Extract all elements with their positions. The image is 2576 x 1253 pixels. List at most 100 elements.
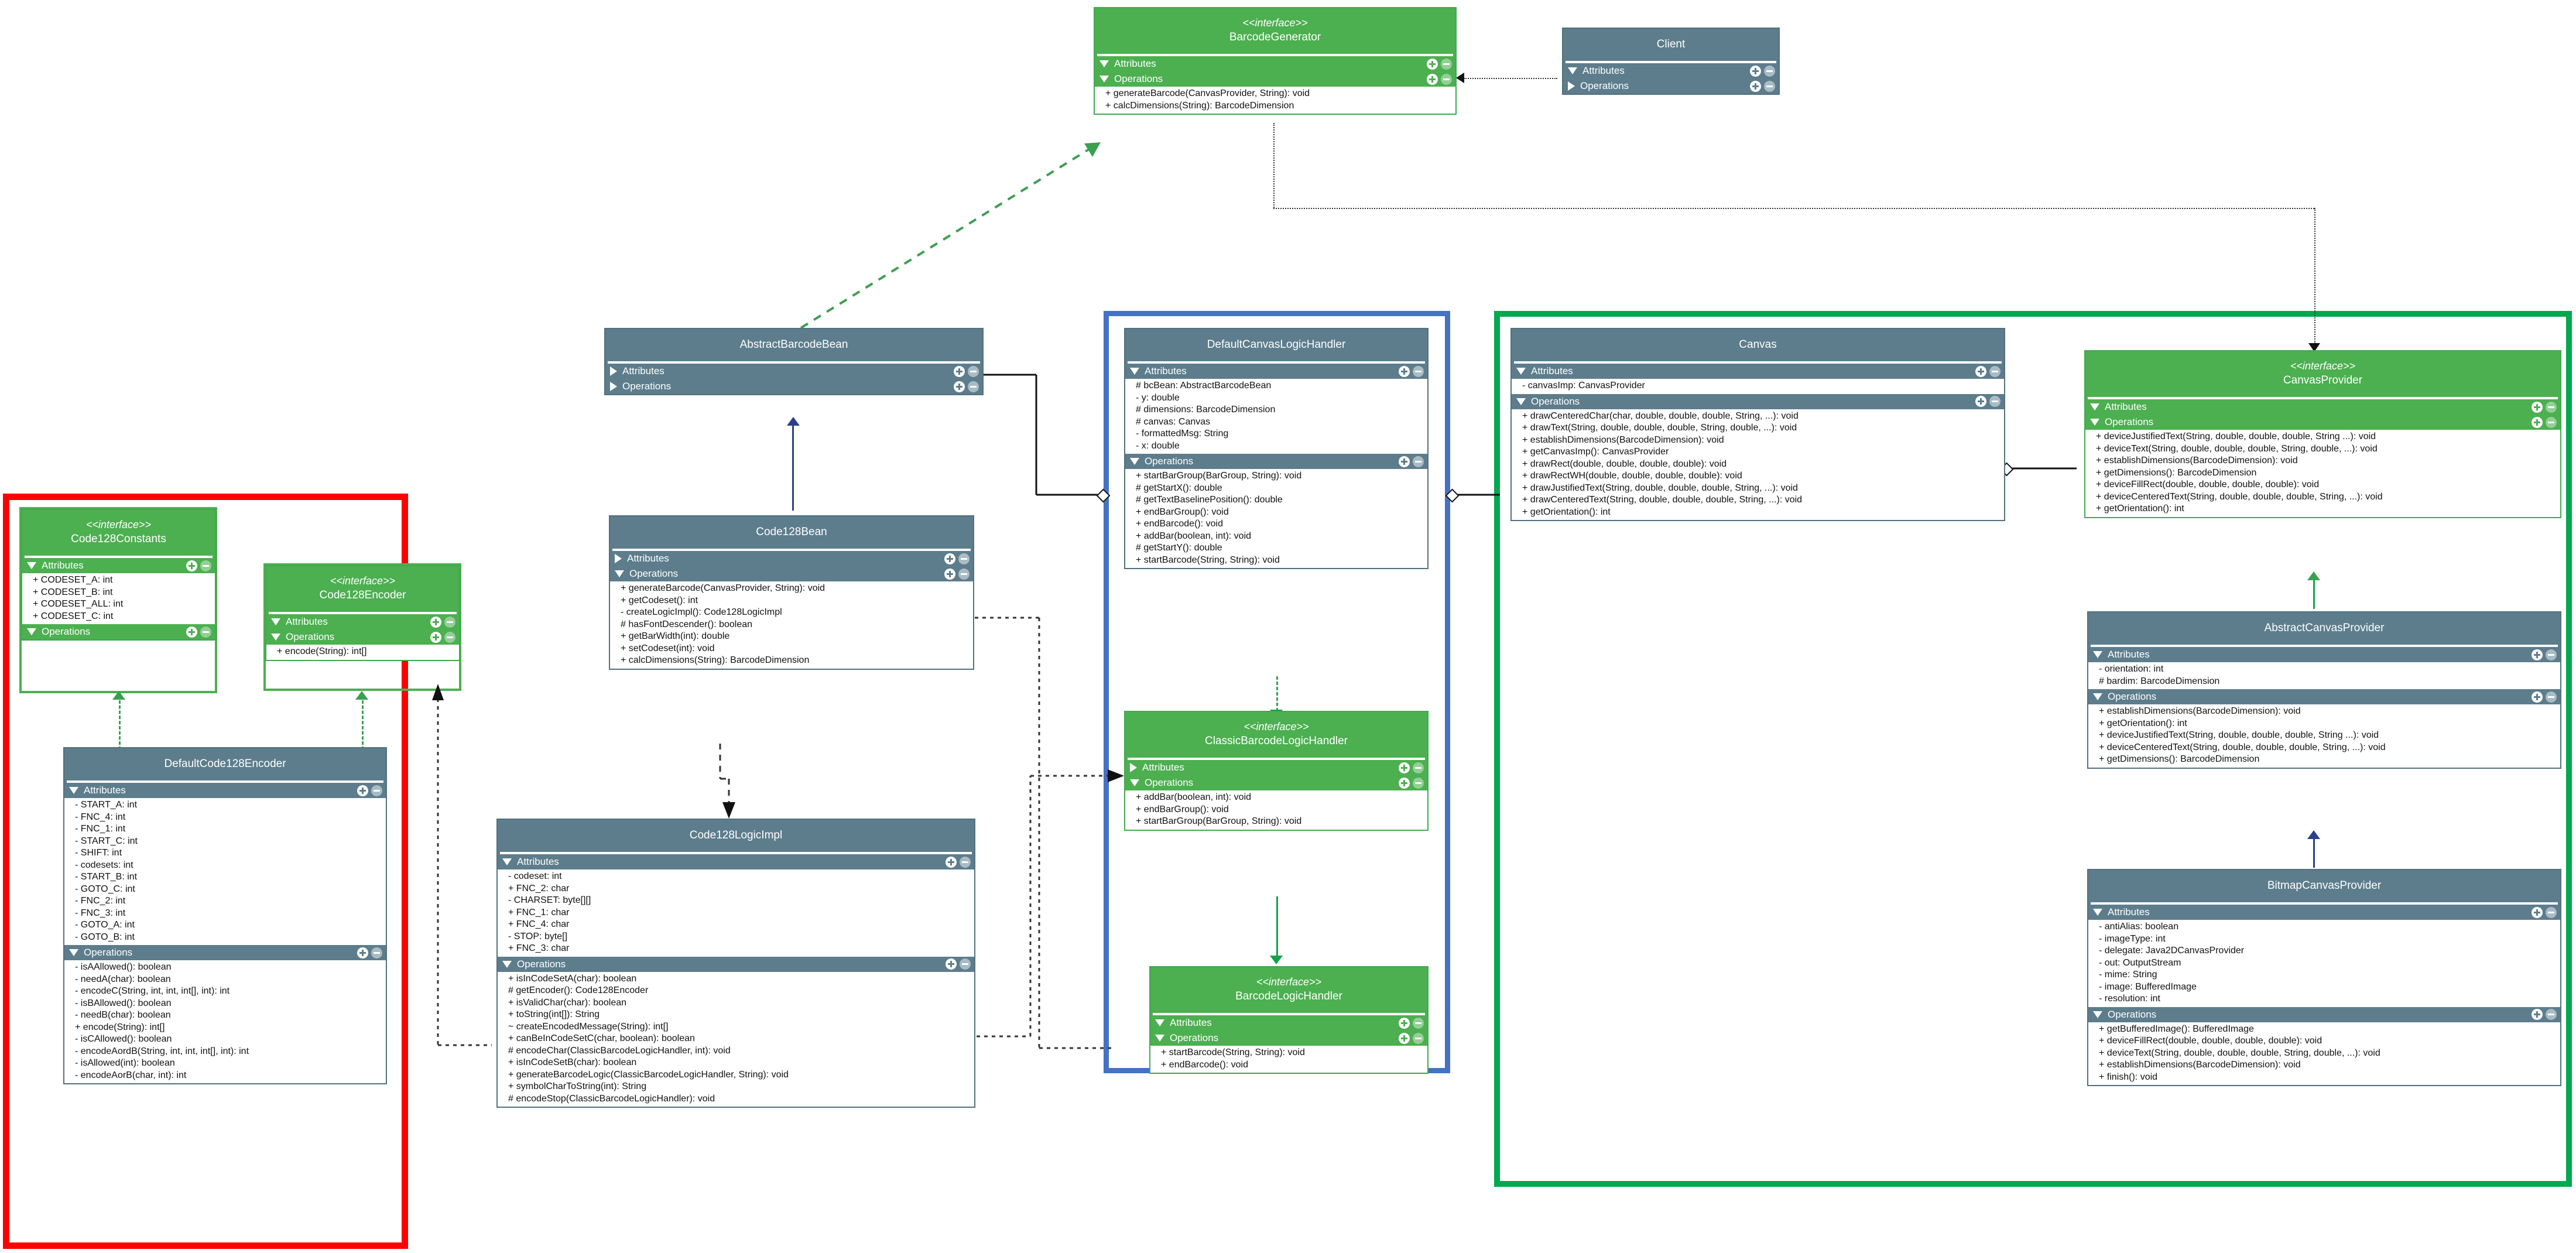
- plus-circle-icon[interactable]: [2532, 416, 2543, 428]
- triangle-down-icon[interactable]: [1516, 398, 1526, 405]
- plus-circle-icon[interactable]: [1399, 365, 1410, 377]
- operations-section-header[interactable]: Operations: [1150, 1031, 1427, 1046]
- attributes-section-header[interactable]: Attributes: [64, 783, 386, 798]
- minus-circle-icon[interactable]: [1413, 365, 1424, 377]
- minus-circle-icon[interactable]: [1413, 762, 1424, 773]
- minus-circle-icon[interactable]: [1764, 80, 1775, 92]
- section-buttons[interactable]: [946, 856, 971, 868]
- operations-section-header[interactable]: Operations: [22, 624, 215, 639]
- attributes-section-header[interactable]: Attributes: [266, 614, 459, 629]
- class-box-barcodeLogicHandler[interactable]: <<interface>> BarcodeLogicHandler Attrib…: [1149, 966, 1429, 1074]
- section-buttons[interactable]: [430, 631, 455, 643]
- triangle-down-icon[interactable]: [1516, 368, 1526, 375]
- triangle-down-icon[interactable]: [27, 562, 36, 569]
- triangle-down-icon[interactable]: [2093, 693, 2102, 700]
- minus-circle-icon[interactable]: [1413, 777, 1424, 789]
- class-box-canvas[interactable]: Canvas Attributes - canvasImp: CanvasPro…: [1510, 328, 2005, 521]
- minus-circle-icon[interactable]: [2546, 691, 2557, 703]
- section-buttons[interactable]: [186, 626, 211, 638]
- section-buttons[interactable]: [954, 365, 979, 377]
- minus-circle-icon[interactable]: [1764, 65, 1775, 77]
- plus-circle-icon[interactable]: [430, 631, 441, 643]
- section-buttons[interactable]: [944, 553, 970, 564]
- triangle-down-icon[interactable]: [69, 949, 78, 956]
- class-box-code128Constants[interactable]: <<interface>> Code128Constants Attribute…: [21, 509, 216, 641]
- plus-circle-icon[interactable]: [944, 568, 955, 580]
- plus-circle-icon[interactable]: [2532, 1009, 2543, 1020]
- minus-circle-icon[interactable]: [1413, 456, 1424, 467]
- plus-circle-icon[interactable]: [2532, 649, 2543, 660]
- attributes-section-header[interactable]: Attributes: [2088, 905, 2560, 920]
- minus-circle-icon[interactable]: [960, 856, 971, 868]
- triangle-down-icon[interactable]: [69, 787, 78, 794]
- section-buttons[interactable]: [2532, 906, 2557, 918]
- operations-section-header[interactable]: Operations: [498, 957, 974, 972]
- attributes-section-header[interactable]: Attributes: [610, 551, 973, 566]
- class-box-abstractBarcodeBean[interactable]: AbstractBarcodeBean Attributes Operation…: [604, 328, 984, 395]
- minus-circle-icon[interactable]: [2546, 1009, 2557, 1020]
- triangle-right-icon[interactable]: [610, 367, 617, 376]
- section-buttons[interactable]: [1427, 73, 1452, 85]
- section-buttons[interactable]: [954, 381, 979, 392]
- section-buttons[interactable]: [1399, 762, 1424, 773]
- operations-section-header[interactable]: Operations: [610, 566, 973, 581]
- minus-circle-icon[interactable]: [1413, 1017, 1424, 1029]
- triangle-right-icon[interactable]: [610, 382, 617, 391]
- operations-section-header[interactable]: Operations: [605, 379, 982, 394]
- section-buttons[interactable]: [2532, 691, 2557, 703]
- attributes-section-header[interactable]: Attributes: [2085, 399, 2560, 415]
- minus-circle-icon[interactable]: [444, 631, 455, 643]
- operations-section-header[interactable]: Operations: [266, 629, 459, 645]
- class-box-code128LogicImpl[interactable]: Code128LogicImpl Attributes - codeset: i…: [496, 819, 975, 1108]
- class-box-code128Encoder[interactable]: <<interface>> Code128Encoder Attributes …: [265, 565, 460, 661]
- class-box-code128Bean[interactable]: Code128Bean Attributes Operations + gene…: [609, 515, 974, 670]
- plus-circle-icon[interactable]: [430, 616, 441, 628]
- attributes-section-header[interactable]: Attributes: [1563, 63, 1779, 78]
- section-buttons[interactable]: [1750, 80, 1775, 92]
- triangle-down-icon[interactable]: [502, 960, 512, 968]
- class-box-classicBarcodeLogicHandler[interactable]: <<interface>> ClassicBarcodeLogicHandler…: [1124, 711, 1429, 831]
- minus-circle-icon[interactable]: [371, 785, 382, 796]
- section-buttons[interactable]: [1399, 456, 1424, 467]
- minus-circle-icon[interactable]: [958, 553, 970, 564]
- class-box-defaultCode128Encoder[interactable]: DefaultCode128Encoder Attributes - START…: [63, 747, 387, 1084]
- attributes-section-header[interactable]: Attributes: [1150, 1015, 1427, 1031]
- operations-section-header[interactable]: Operations: [1563, 78, 1779, 94]
- plus-circle-icon[interactable]: [1399, 762, 1410, 773]
- minus-circle-icon[interactable]: [968, 365, 979, 377]
- plus-circle-icon[interactable]: [1427, 58, 1438, 70]
- operations-section-header[interactable]: Operations: [2085, 415, 2560, 430]
- section-buttons[interactable]: [2532, 1009, 2557, 1020]
- operations-section-header[interactable]: Operations: [1512, 394, 2004, 409]
- operations-section-header[interactable]: Operations: [1125, 775, 1427, 790]
- triangle-down-icon[interactable]: [2090, 403, 2099, 410]
- attributes-section-header[interactable]: Attributes: [22, 558, 215, 573]
- minus-circle-icon[interactable]: [960, 958, 971, 970]
- class-box-barcodeGenerator[interactable]: <<interface>> BarcodeGenerator Attribute…: [1094, 7, 1457, 115]
- plus-circle-icon[interactable]: [2532, 401, 2543, 413]
- class-box-bitmapCanvasProvider[interactable]: BitmapCanvasProvider Attributes - antiAl…: [2087, 869, 2561, 1086]
- plus-circle-icon[interactable]: [1975, 396, 1986, 407]
- triangle-down-icon[interactable]: [1155, 1019, 1164, 1026]
- operations-section-header[interactable]: Operations: [2088, 689, 2560, 704]
- triangle-down-icon[interactable]: [271, 618, 280, 625]
- plus-circle-icon[interactable]: [944, 553, 955, 564]
- section-buttons[interactable]: [2532, 401, 2557, 413]
- triangle-down-icon[interactable]: [615, 570, 624, 577]
- minus-circle-icon[interactable]: [371, 947, 382, 958]
- plus-circle-icon[interactable]: [1399, 1032, 1410, 1044]
- triangle-down-icon[interactable]: [2090, 419, 2099, 426]
- section-buttons[interactable]: [1399, 1032, 1424, 1044]
- section-buttons[interactable]: [2532, 649, 2557, 660]
- minus-circle-icon[interactable]: [2546, 649, 2557, 660]
- plus-circle-icon[interactable]: [946, 856, 957, 868]
- plus-circle-icon[interactable]: [1427, 73, 1438, 85]
- section-buttons[interactable]: [946, 958, 971, 970]
- plus-circle-icon[interactable]: [357, 785, 368, 796]
- minus-circle-icon[interactable]: [200, 626, 211, 638]
- plus-circle-icon[interactable]: [186, 560, 197, 571]
- minus-circle-icon[interactable]: [958, 568, 970, 580]
- operations-section-header[interactable]: Operations: [1125, 454, 1427, 469]
- minus-circle-icon[interactable]: [1989, 365, 2000, 377]
- section-buttons[interactable]: [1399, 777, 1424, 789]
